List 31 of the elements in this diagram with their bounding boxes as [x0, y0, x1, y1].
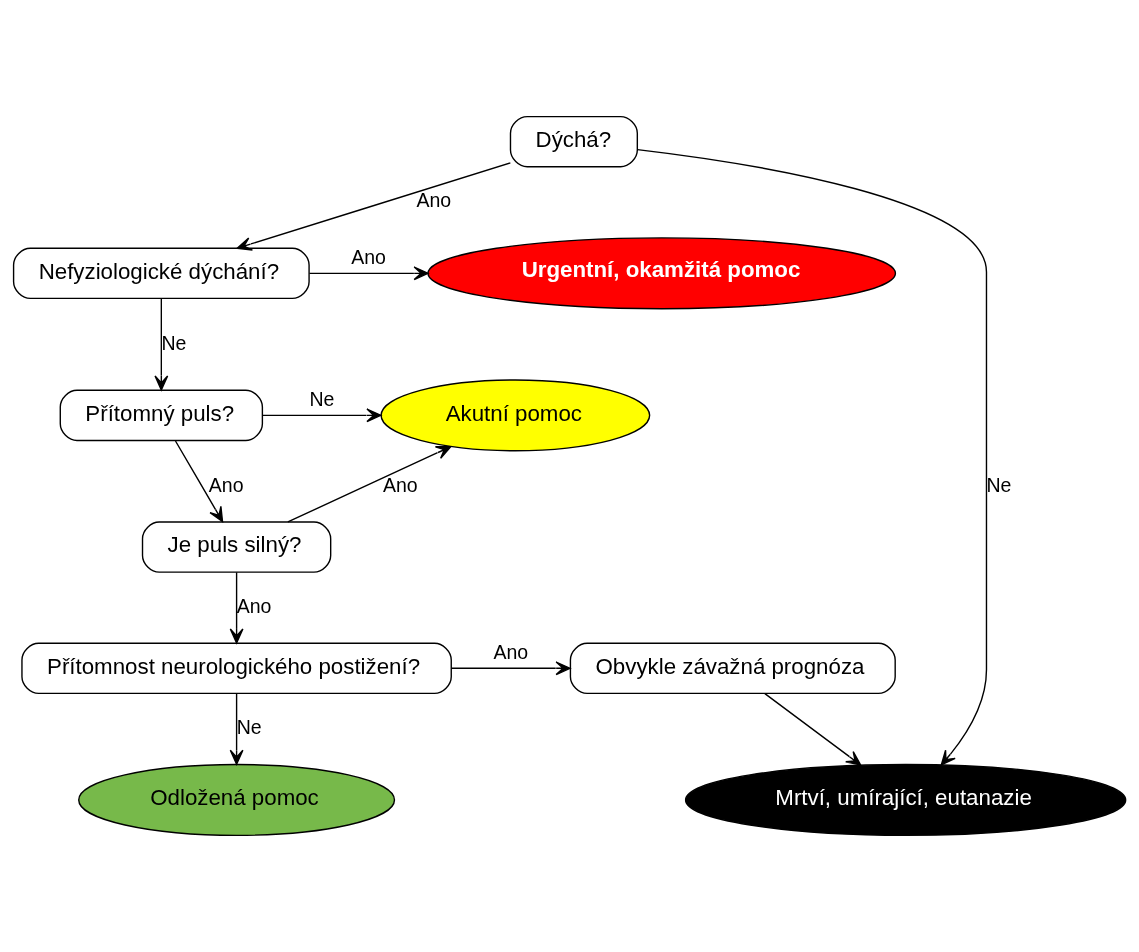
arrow: [287, 445, 452, 523]
node-ellipse: Odložená pomoc: [78, 763, 396, 837]
arrow: [154, 298, 169, 391]
edge-label: Ano: [416, 189, 452, 212]
arrow: [262, 408, 382, 423]
edge-label: Ano: [383, 473, 418, 496]
node-box: Přítomnost neurologického postižení?: [21, 642, 452, 695]
edge-label: Ano: [208, 473, 244, 496]
node-box: Dýchá?: [509, 115, 638, 168]
arrow: [229, 571, 244, 644]
edge-label: Ano: [351, 245, 386, 268]
edge-label: Ne: [986, 473, 1012, 496]
node-box: Je puls silný?: [141, 521, 332, 573]
arrow: [450, 661, 571, 676]
node-ellipse: Mrtví, umírající, eutanazie: [684, 763, 1127, 837]
arrow: [236, 162, 512, 251]
arrow: [229, 693, 244, 765]
edge-label: Ano: [493, 640, 529, 663]
arrow: [308, 266, 429, 281]
node-ellipse: Urgentní, okamžitá pomoc: [427, 237, 897, 310]
node-box: Přítomný puls?: [59, 389, 264, 442]
node-box: Nefyziologické dýchání?: [12, 247, 310, 300]
arrow: [636, 148, 988, 766]
arrow: [174, 440, 224, 523]
edge-label: Ne: [236, 716, 262, 739]
arrow: [764, 692, 862, 766]
node-ellipse: Akutní pomoc: [380, 379, 651, 452]
edge-label: Ne: [161, 331, 187, 354]
edge-label: Ano: [236, 594, 272, 617]
edge-label: Ne: [309, 387, 335, 410]
node-box: Obvykle závažná prognóza: [569, 642, 896, 695]
